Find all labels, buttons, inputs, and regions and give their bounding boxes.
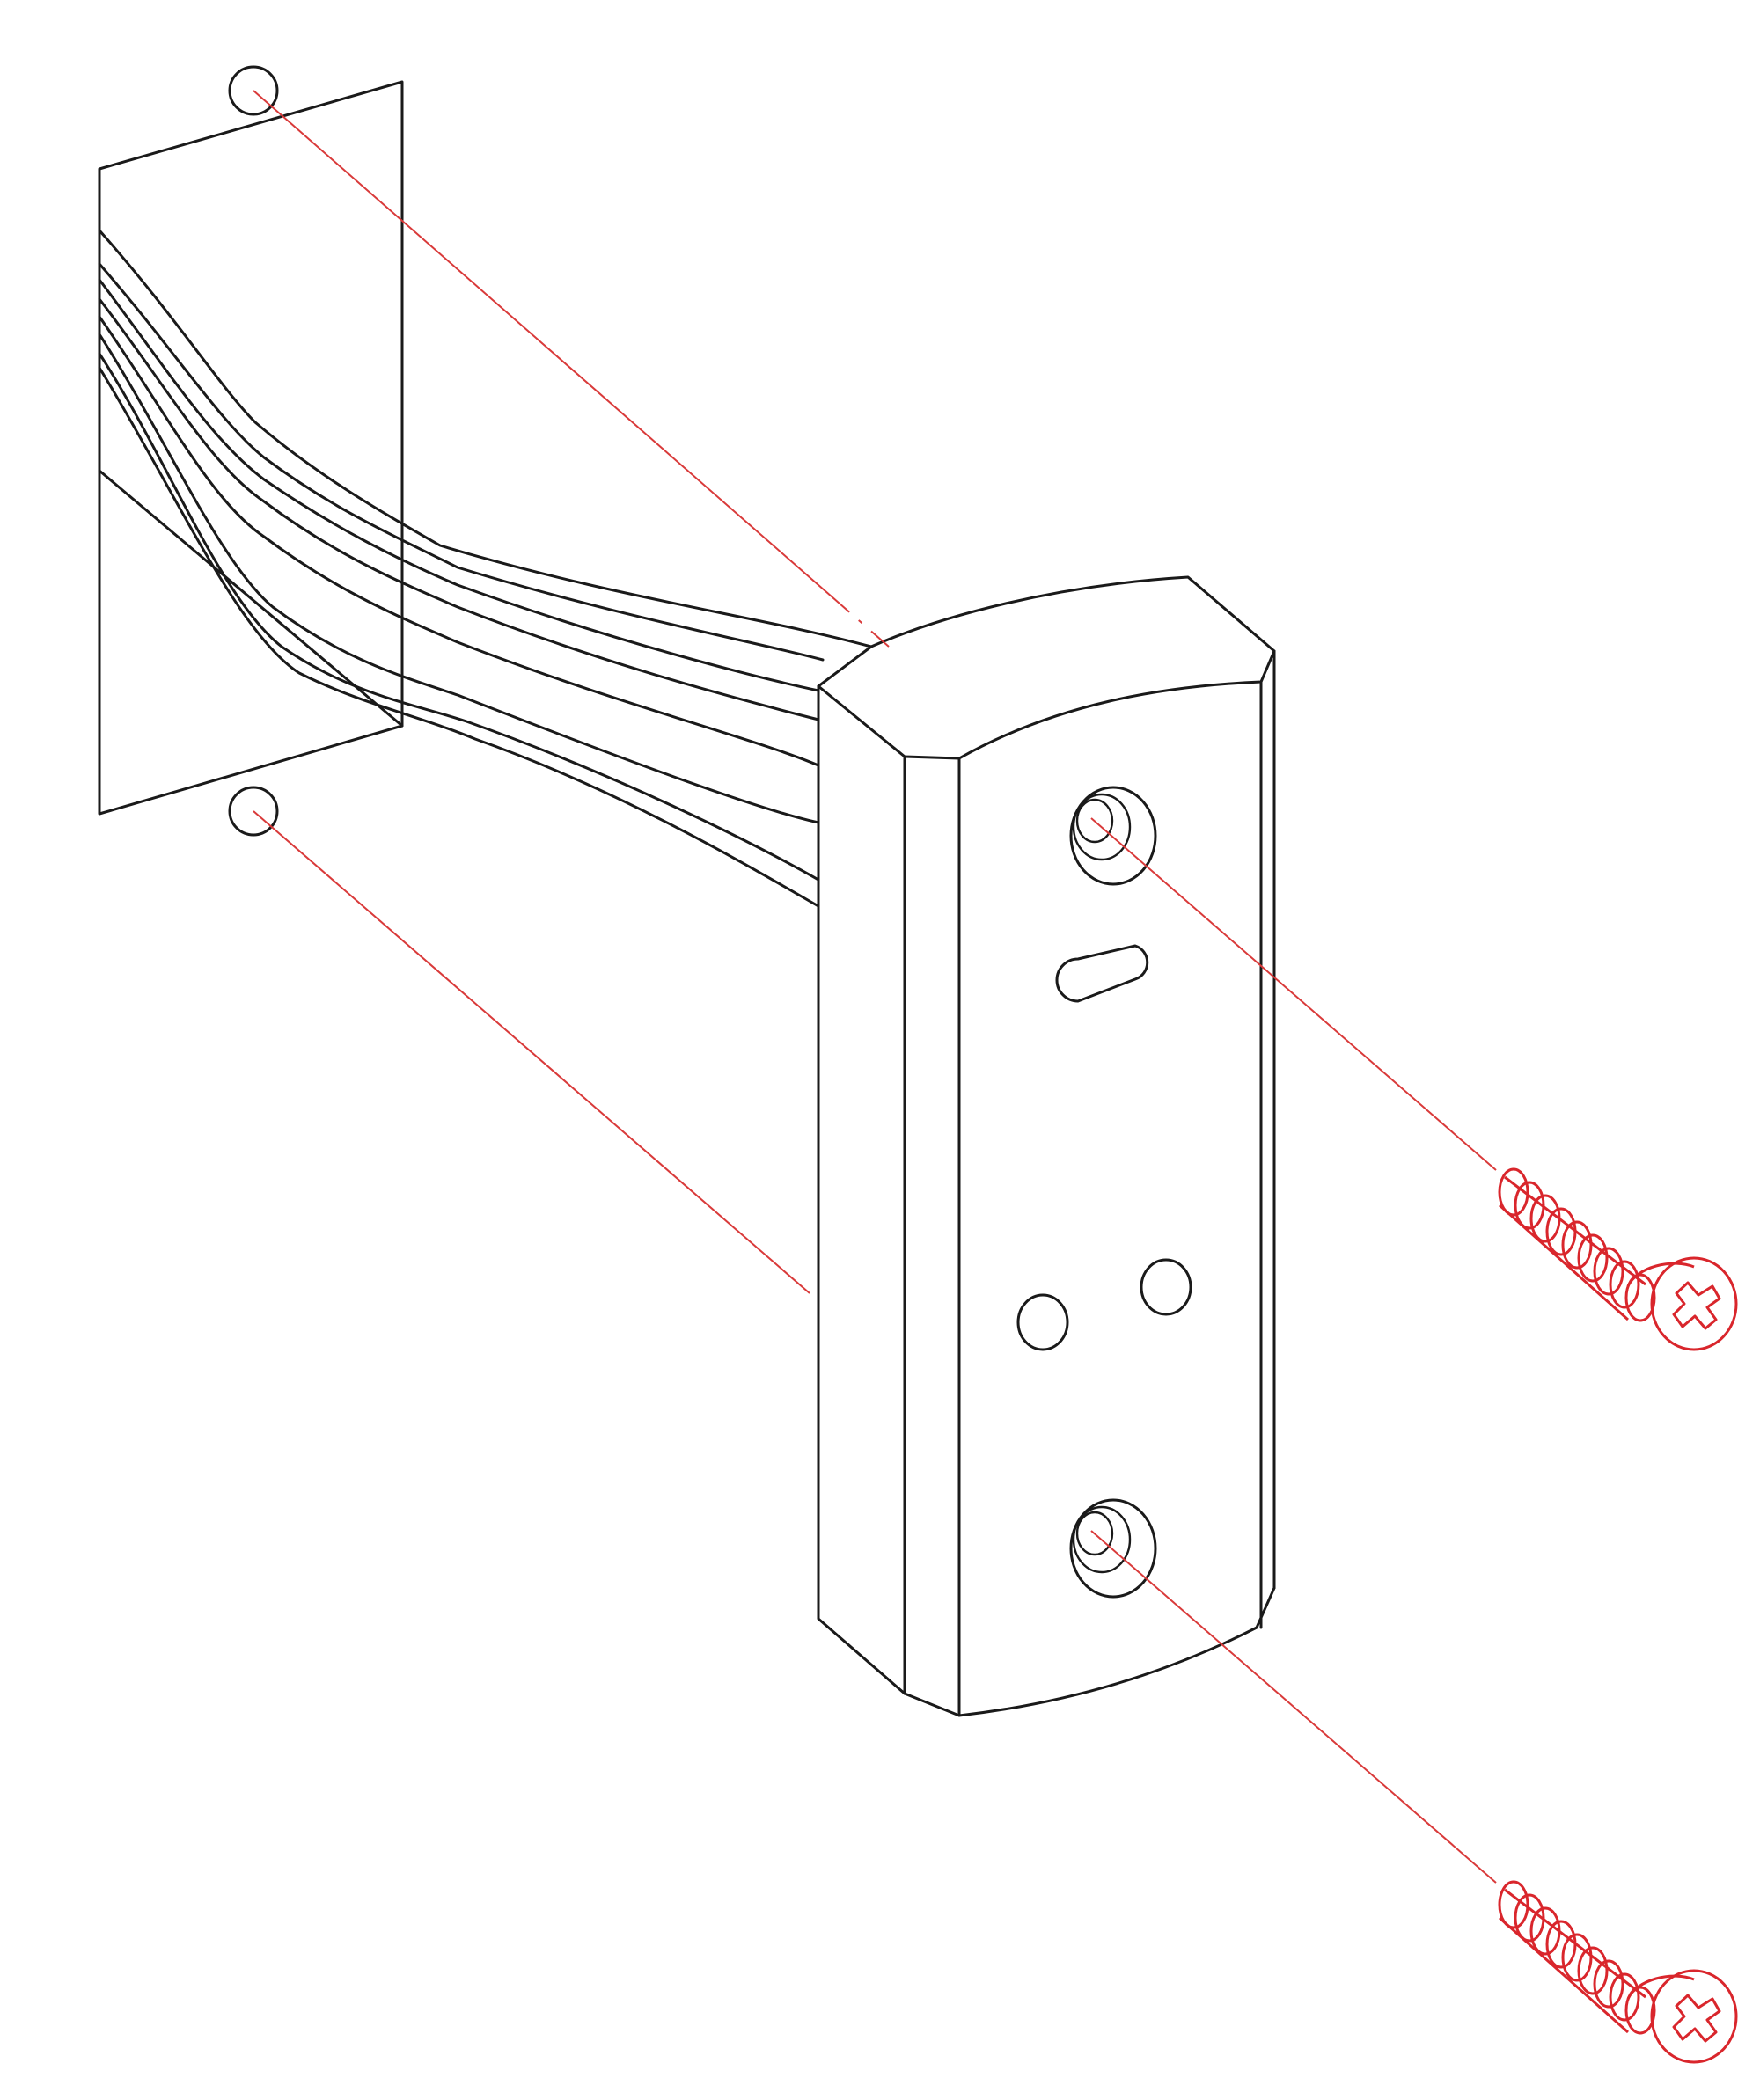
wall-plate-shadow-line [98, 469, 404, 728]
housing-bottom [903, 1586, 1276, 1717]
screw-head [1626, 1256, 1738, 1351]
guide-screw-top [1090, 817, 1497, 1171]
housing-hole-left [1016, 1293, 1069, 1351]
wire-bundle[interactable] [98, 229, 873, 908]
wall-plate [98, 65, 404, 837]
housing-left-bevel [817, 684, 906, 1695]
guide-wall-bottom [253, 810, 810, 1294]
wall-hole-bottom [228, 786, 279, 837]
guide-wall-top [253, 90, 890, 648]
mounting-screw-top[interactable] [1498, 1167, 1738, 1351]
screw-thread [1498, 1880, 1656, 2035]
screw-hole-bottom [1069, 1498, 1157, 1599]
phillips-icon [1672, 1994, 1721, 2043]
housing-slot [1055, 944, 1149, 1003]
mounting-screw-bottom[interactable] [1498, 1880, 1738, 2064]
screw-hole-top [1069, 786, 1157, 886]
wall-hole-top [228, 65, 279, 116]
screw-head [1626, 1969, 1738, 2064]
screw-thread [1498, 1167, 1656, 1322]
guide-screw-bottom [1090, 1530, 1497, 1884]
alignment-lines [253, 90, 1497, 1884]
housing-top [817, 575, 1276, 760]
reader-housing[interactable] [817, 575, 1276, 1717]
housing-hole-right [1140, 1258, 1192, 1316]
phillips-icon [1672, 1281, 1721, 1330]
